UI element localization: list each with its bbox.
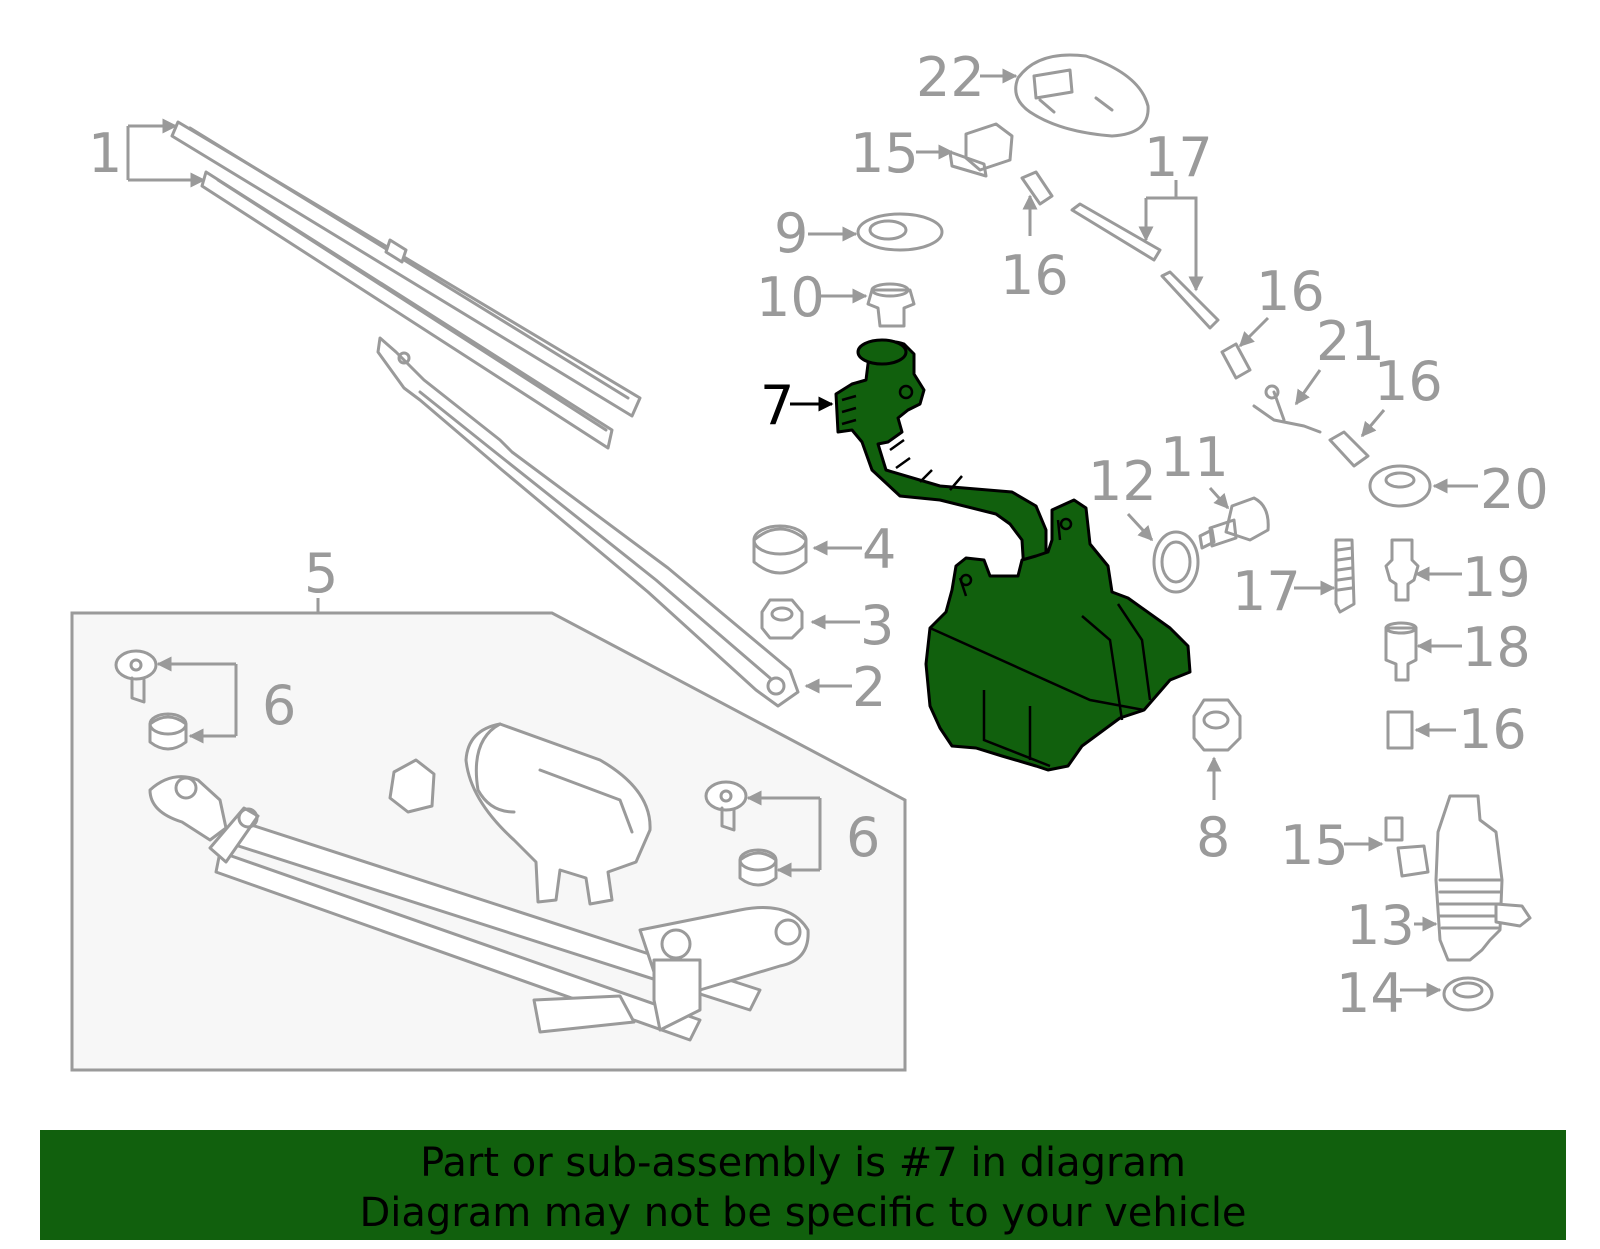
callout-17-lower: 17 [1232,560,1301,623]
callout-15-lower: 15 [1280,814,1349,877]
tank-nut [1192,698,1242,752]
callout-16-right: 16 [1374,350,1443,413]
callout-6-right: 6 [846,806,880,869]
callout-labels: 1 2 3 4 5 6 6 7 8 9 10 11 12 13 14 15 15… [88,46,1549,1025]
nozzle-hose-upper [1020,170,1252,380]
callout-20: 20 [1480,458,1549,521]
callout-16-mid: 16 [1256,260,1325,323]
callout-13: 13 [1346,894,1415,957]
banner-line-2: Diagram may not be specific to your vehi… [359,1190,1247,1236]
callout-16-lower: 16 [1458,698,1527,761]
callout-6-left: 6 [262,674,296,737]
callout-11: 11 [1160,426,1229,489]
callout-4: 4 [862,518,896,581]
level-sensor [1198,496,1270,550]
connector-upper [948,122,1014,178]
bushing-set-left [114,649,188,751]
callout-14: 14 [1336,962,1405,1025]
washer-pump [1434,794,1532,962]
filler-cap [866,282,916,328]
callout-19: 19 [1462,546,1531,609]
pump-grommet [1442,976,1494,1012]
seal-ring-12 [1152,530,1200,594]
info-banner: Part or sub-assembly is #7 in diagram Di… [40,1130,1566,1240]
grommet-20 [1368,464,1432,508]
seal-19 [1384,538,1420,602]
callout-16-upper: 16 [1000,244,1069,307]
washer-reservoir-highlighted [834,338,1192,772]
callout-15-upper: 15 [850,122,919,185]
pivot-cap [752,524,808,575]
wiper-blade-set [170,120,642,450]
callout-12: 12 [1088,450,1157,513]
sensor-module [1014,53,1150,138]
callout-2: 2 [852,656,886,719]
banner-line-1: Part or sub-assembly is #7 in diagram [420,1140,1186,1186]
callout-17-upper: 17 [1144,126,1213,189]
pump-connector [1384,816,1430,878]
callout-1: 1 [88,122,122,185]
pivot-nut [760,598,804,640]
wiper-arm [376,336,800,708]
callout-10: 10 [756,266,825,329]
callout-3: 3 [860,594,894,657]
washer-nozzle [856,212,944,252]
callout-5: 5 [304,542,338,605]
callout-18: 18 [1462,616,1531,679]
callout-7: 7 [760,374,794,437]
callout-9: 9 [774,202,808,265]
wiper-linkage-and-motor [148,722,810,1042]
callout-22: 22 [916,46,985,109]
hose-16-lower [1386,710,1414,750]
leader-lines [126,68,1478,998]
callout-8: 8 [1196,806,1230,869]
grommet-18 [1384,621,1418,682]
callout-21: 21 [1316,310,1385,373]
bushing-set-right [704,780,778,887]
hose-connector-y [1252,384,1370,468]
hose-17-lower [1334,538,1356,614]
